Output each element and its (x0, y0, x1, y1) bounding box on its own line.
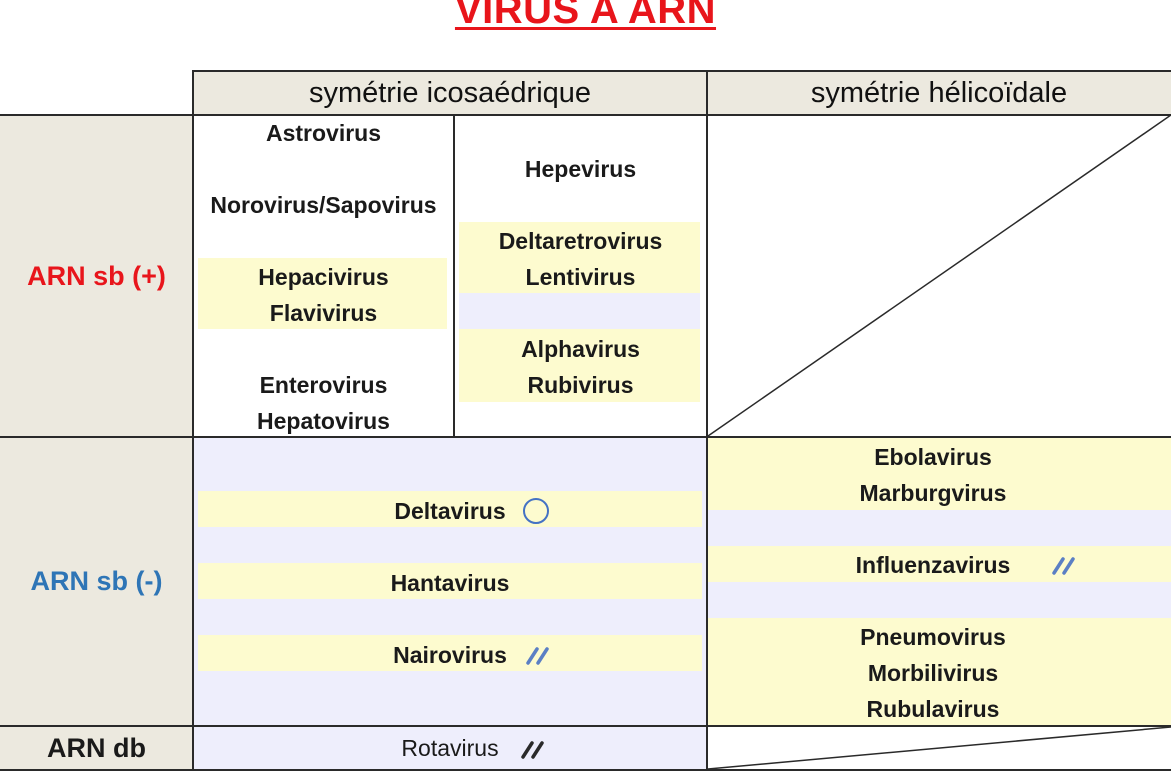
virus-label: Enterovirus (259, 372, 388, 398)
grid-line (192, 70, 1171, 72)
grid-line (0, 114, 1171, 116)
row-header-ds-label: ARN db (47, 733, 146, 763)
empty-cell-diagonal (707, 726, 1171, 770)
virus-label: Rubulavirus (866, 696, 1000, 722)
highlight-band (198, 258, 447, 329)
virus-label: Hepevirus (524, 156, 637, 182)
virus-label: Marburgvirus (859, 480, 1007, 506)
virus-label: Astrovirus (265, 120, 382, 146)
column-header-helical: symétrie hélicoïdale (707, 71, 1171, 115)
empty-cell-diagonal (707, 114, 1171, 437)
row-header-ss-plus: ARN sb (+) (0, 115, 193, 437)
column-header-helical-label: symétrie hélicoïdale (810, 76, 1068, 109)
double-slash-icon (526, 647, 549, 665)
grid-line (706, 70, 708, 771)
grid-line (0, 725, 1171, 727)
lavender-band (194, 727, 706, 769)
virus-label: Morbilivirus (867, 660, 999, 686)
grid-line (453, 115, 455, 437)
grid-line (192, 70, 194, 771)
row-header-ss-minus: ARN sb (-) (0, 437, 193, 726)
double-slash-icon (1052, 557, 1075, 575)
row-header-ss-plus-label: ARN sb (+) (27, 260, 166, 291)
virus-label: Pneumovirus (860, 624, 1006, 650)
column-header-icosahedral-label: symétrie icosaédrique (308, 76, 592, 109)
highlight-band (198, 491, 702, 527)
virus-label: Alphavirus (521, 336, 640, 362)
lavender-band (708, 510, 1171, 546)
circle-icon (523, 498, 549, 524)
highlight-band (198, 563, 702, 599)
virus-label: Hepacivirus (258, 264, 389, 290)
column-header-icosahedral: symétrie icosaédrique (193, 71, 707, 115)
highlight-band (708, 546, 1171, 582)
highlight-band (459, 222, 700, 293)
grid-line (0, 769, 1171, 771)
page-title: VIRUS A ARN (454, 0, 717, 32)
virus-label: Hantavirus (390, 570, 510, 596)
double-slash-icon (521, 741, 544, 759)
virus-label: Flavivirus (269, 300, 378, 326)
virus-label: Deltaretrovirus (498, 228, 663, 254)
row-header-ss-minus-label: ARN sb (-) (30, 566, 163, 596)
highlight-band (198, 635, 702, 671)
virus-label: Hepatovirus (257, 408, 390, 434)
grid-line (0, 436, 1171, 438)
virus-label: Rotavirus (401, 735, 499, 761)
virus-label: Lentivirus (525, 264, 636, 290)
virus-label: Nairovirus (393, 642, 507, 668)
highlight-band (708, 438, 1171, 510)
row-header-ds: ARN db (0, 726, 193, 771)
virus-label: Rubivirus (527, 372, 634, 398)
virus-label: Ebolavirus (874, 444, 992, 470)
highlight-band (459, 329, 700, 402)
virus-label: Deltavirus (394, 498, 506, 524)
virus-label: Norovirus/Sapovirus (210, 192, 437, 218)
virus-label: Influenzavirus (855, 552, 1011, 578)
lavender-band (708, 582, 1171, 618)
lavender-band (459, 293, 700, 329)
highlight-band (708, 618, 1171, 726)
